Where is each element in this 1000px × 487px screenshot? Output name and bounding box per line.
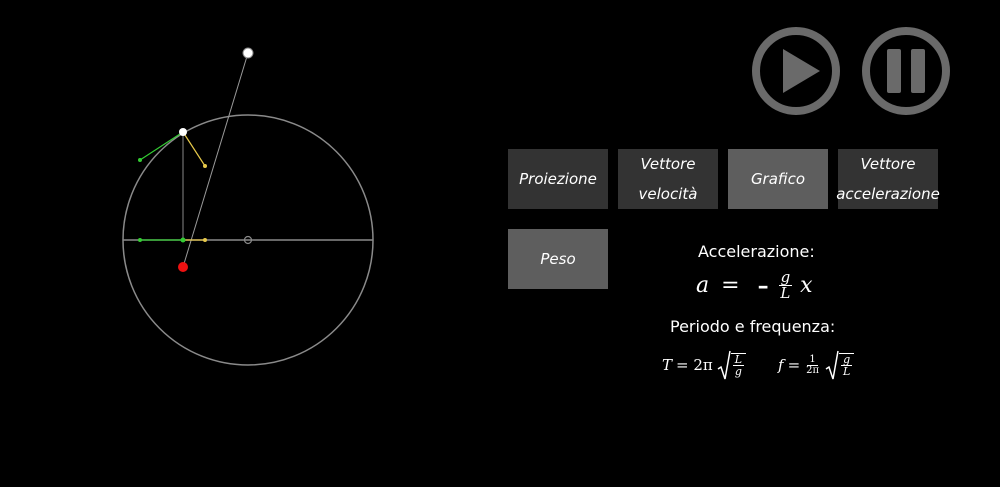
circle-center bbox=[243, 235, 253, 245]
vettore-velocita-line1: Vettore bbox=[640, 155, 696, 173]
play-icon bbox=[783, 49, 820, 93]
vettore-accelerazione-line2: accelerazione bbox=[836, 185, 940, 203]
periodo-frequenza-heading: Periodo e frequenza: bbox=[670, 317, 836, 336]
pause-icon bbox=[887, 49, 925, 93]
acceleration-vector bbox=[182, 131, 206, 167]
one-over-2pi-fraction: 1 2π bbox=[806, 353, 820, 376]
projection-point bbox=[180, 237, 186, 243]
vettore-accelerazione-button[interactable]: Vettore accelerazione bbox=[836, 149, 940, 209]
pendulum-pivot[interactable] bbox=[242, 47, 254, 59]
simulation-canvas bbox=[122, 47, 374, 366]
velocity-vector-tip bbox=[138, 158, 142, 162]
play-button[interactable] bbox=[750, 25, 842, 117]
velocity-projection-tip bbox=[138, 238, 142, 242]
peso-button[interactable]: Peso bbox=[508, 229, 608, 289]
proiezione-button[interactable]: Proiezione bbox=[508, 149, 608, 209]
pause-button[interactable] bbox=[860, 25, 952, 117]
vettore-velocita-line2: velocità bbox=[638, 185, 698, 203]
grafico-button[interactable]: Grafico bbox=[728, 149, 828, 209]
acceleration-projection-tip bbox=[203, 238, 207, 242]
velocity-vector bbox=[139, 131, 184, 161]
pendulum-string bbox=[182, 52, 249, 268]
acceleration-formula: a = – g L x bbox=[696, 268, 813, 302]
sqrt-icon bbox=[717, 350, 731, 380]
circular-point bbox=[179, 128, 187, 136]
sqrt-icon bbox=[825, 350, 839, 380]
accelerazione-heading: Accelerazione: bbox=[698, 242, 815, 261]
acceleration-vector-tip bbox=[203, 164, 207, 168]
vettore-accelerazione-line1: Vettore bbox=[860, 155, 916, 173]
g-over-L-fraction: g L bbox=[778, 268, 793, 302]
vettore-velocita-button[interactable]: Vettore velocità bbox=[618, 149, 718, 209]
pendulum-mass[interactable] bbox=[178, 262, 188, 272]
